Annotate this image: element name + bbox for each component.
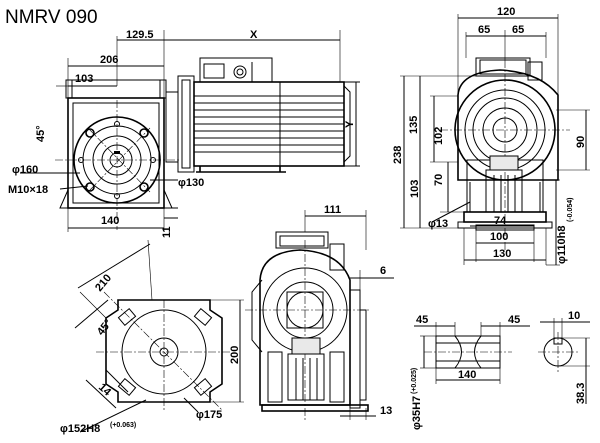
dim-238: 238 xyxy=(392,146,404,164)
dim-210: 210 xyxy=(93,272,114,294)
dim-110-tolerance: (-0.054) xyxy=(567,197,574,222)
dim-x: X xyxy=(250,29,258,41)
side-view-dimensions: 120 65 65 238 135 102 103 70 90 φ13 74 1… xyxy=(392,6,590,266)
dim-dia-152h8: φ152H8 xyxy=(60,423,100,435)
dim-y: Y xyxy=(344,120,356,128)
dim-120: 120 xyxy=(497,6,515,18)
dim-65-left: 65 xyxy=(478,24,490,36)
dim-130-side: 130 xyxy=(493,248,511,260)
dim-135: 135 xyxy=(408,116,420,134)
dim-74: 74 xyxy=(494,215,507,227)
bore-section-view xyxy=(424,335,512,369)
front-view-dimensions: 129.5 X 206 103 45° Y φ160 M10×18 φ130 1… xyxy=(8,29,360,238)
model-title: NMRV 090 xyxy=(5,7,98,28)
dim-70: 70 xyxy=(433,174,445,186)
dim-111: 111 xyxy=(324,204,341,216)
dim-35-tolerance: (+0.025) xyxy=(411,368,418,394)
dim-11: 11 xyxy=(161,226,173,238)
dim-38-3: 38.3 xyxy=(575,383,587,404)
dim-103: 103 xyxy=(75,73,93,85)
dim-dia-130: φ130 xyxy=(178,177,204,189)
dim-100: 100 xyxy=(490,231,508,243)
dim-10: 10 xyxy=(568,310,580,322)
bore-section-dimensions: 45 45 140 φ35H7 (+0.025) xyxy=(411,314,530,430)
bottom-view-dimensions: 111 6 13 xyxy=(304,204,394,420)
dim-129-5: 129.5 xyxy=(126,29,154,41)
dim-dia-175: φ175 xyxy=(196,409,222,421)
dim-45-right: 45 xyxy=(508,314,520,326)
dim-45deg-flange: 45° xyxy=(95,317,115,338)
dim-dia-110h8: φ110h8 xyxy=(556,226,568,264)
dim-m10x18: M10×18 xyxy=(8,184,48,196)
dim-dia-160: φ160 xyxy=(12,164,38,176)
dim-dia-35h7: φ35H7 xyxy=(411,396,423,430)
dim-14: 14 xyxy=(96,381,114,399)
bottom-view xyxy=(245,231,370,420)
dim-6: 6 xyxy=(380,265,386,277)
flange-view xyxy=(96,291,232,411)
dim-102: 102 xyxy=(433,127,445,145)
dim-90: 90 xyxy=(575,136,587,148)
dim-140-bore: 140 xyxy=(458,369,476,381)
dim-200: 200 xyxy=(229,346,241,364)
dim-13-bottom: 13 xyxy=(380,405,392,417)
dim-45deg-front: 45° xyxy=(35,125,47,142)
keyway-dimensions: 10 38.3 xyxy=(540,310,590,404)
side-view xyxy=(440,57,570,250)
dim-206: 206 xyxy=(100,54,118,66)
dim-65-right: 65 xyxy=(512,24,524,36)
flange-view-dimensions: 210 45° 200 14 φ152H8 (+0.063) φ175 xyxy=(60,239,244,435)
dim-140-front: 140 xyxy=(101,215,119,227)
dim-152-tolerance: (+0.063) xyxy=(110,422,136,429)
front-view xyxy=(55,57,351,230)
dim-45-left: 45 xyxy=(416,314,428,326)
dim-103-side: 103 xyxy=(409,180,421,198)
dim-dia-13: φ13 xyxy=(428,218,448,230)
